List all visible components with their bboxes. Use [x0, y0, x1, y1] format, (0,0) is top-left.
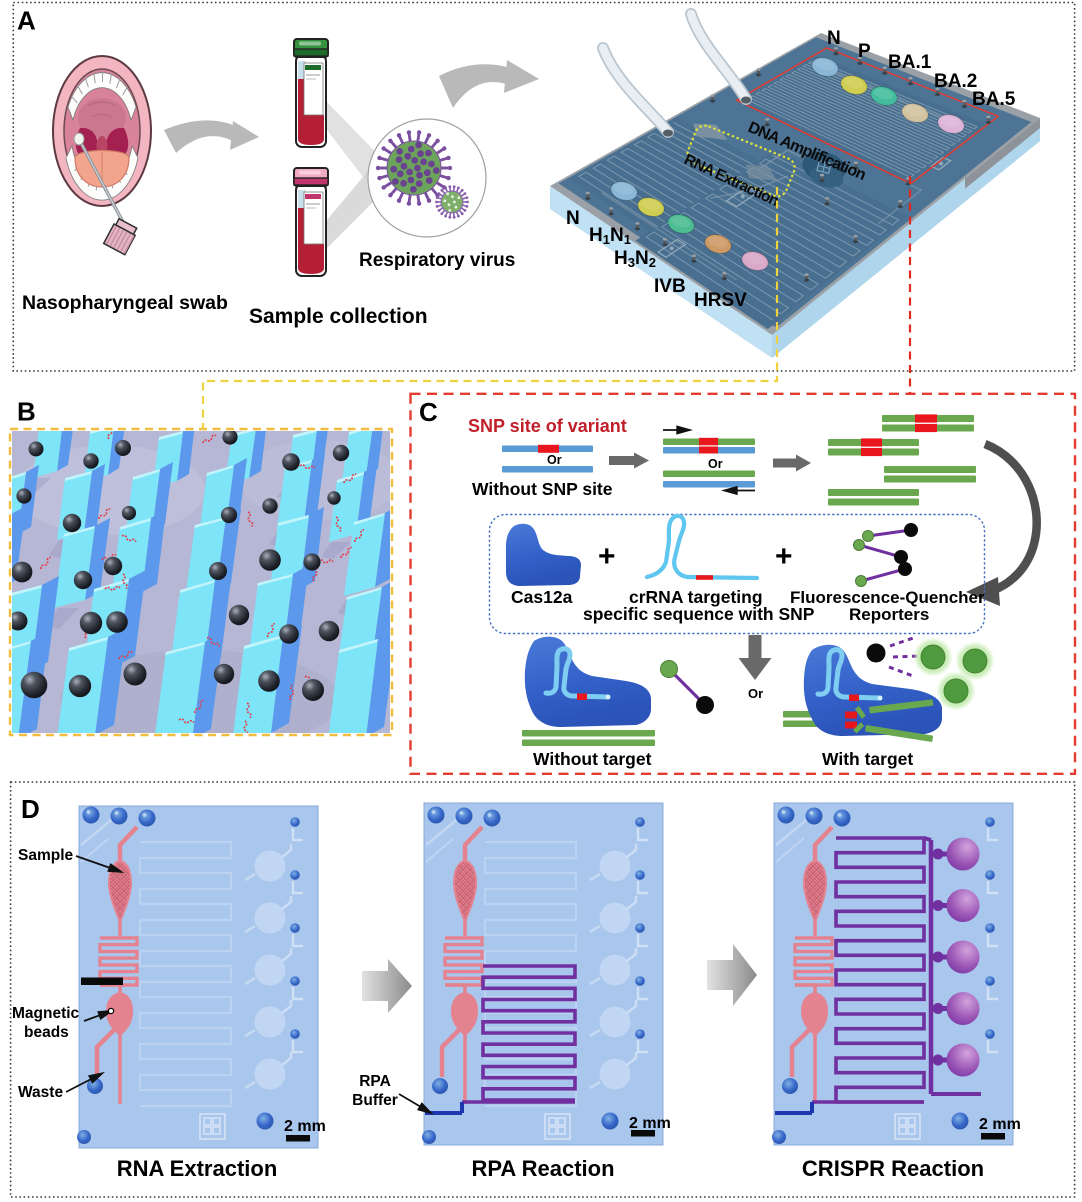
svg-text:Or: Or [547, 453, 562, 467]
svg-text:Magnetic: Magnetic [12, 1005, 80, 1022]
svg-text:N: N [566, 208, 580, 229]
svg-text:SNP site of variant: SNP site of variant [468, 416, 627, 436]
svg-text:Without SNP site: Without SNP site [472, 479, 613, 499]
svg-text:H1N1: H1N1 [589, 225, 631, 247]
svg-text:P: P [858, 41, 871, 62]
svg-text:Waste: Waste [18, 1084, 63, 1101]
svg-text:HRSV: HRSV [694, 290, 747, 311]
svg-text:beads: beads [24, 1024, 69, 1041]
svg-text:Reporters: Reporters [849, 605, 929, 624]
svg-text:Without target: Without target [533, 749, 652, 769]
svg-text:2 mm: 2 mm [979, 1116, 1021, 1133]
svg-text:C: C [419, 397, 438, 427]
svg-text:With target: With target [822, 749, 913, 769]
svg-text:BA.2: BA.2 [934, 71, 977, 92]
svg-text:D: D [21, 794, 40, 824]
svg-text:Or: Or [708, 457, 723, 471]
svg-text:Fluorescence-Quencher: Fluorescence-Quencher [790, 588, 985, 607]
svg-text:N: N [827, 28, 841, 49]
svg-text:BA.5: BA.5 [972, 89, 1016, 110]
svg-text:Buffer: Buffer [352, 1092, 398, 1109]
svg-text:H3N2: H3N2 [614, 248, 656, 270]
svg-text:2 mm: 2 mm [629, 1115, 671, 1132]
svg-text:specific sequence with SNP: specific sequence with SNP [583, 604, 815, 624]
svg-text:Or: Or [748, 686, 763, 701]
svg-text:RPA: RPA [359, 1073, 391, 1090]
svg-text:A: A [17, 6, 36, 36]
svg-text:RPA Reaction: RPA Reaction [471, 1156, 614, 1181]
svg-text:B: B [17, 397, 36, 427]
svg-text:Cas12a: Cas12a [511, 587, 573, 607]
svg-text:Sample: Sample [18, 847, 74, 864]
svg-text:Respiratory virus: Respiratory virus [359, 250, 515, 271]
svg-text:BA.1: BA.1 [888, 52, 932, 73]
svg-text:IVB: IVB [654, 276, 686, 297]
svg-text:RNA Extraction: RNA Extraction [117, 1156, 278, 1181]
svg-text:Sample collection: Sample collection [249, 305, 428, 328]
svg-text:+: + [775, 540, 793, 573]
svg-text:+: + [598, 540, 616, 573]
svg-text:Nasopharyngeal swab: Nasopharyngeal swab [22, 292, 228, 314]
svg-text:CRISPR Reaction: CRISPR Reaction [802, 1156, 984, 1181]
svg-text:2 mm: 2 mm [284, 1118, 326, 1135]
svg-text:crRNA targeting: crRNA targeting [629, 587, 763, 607]
